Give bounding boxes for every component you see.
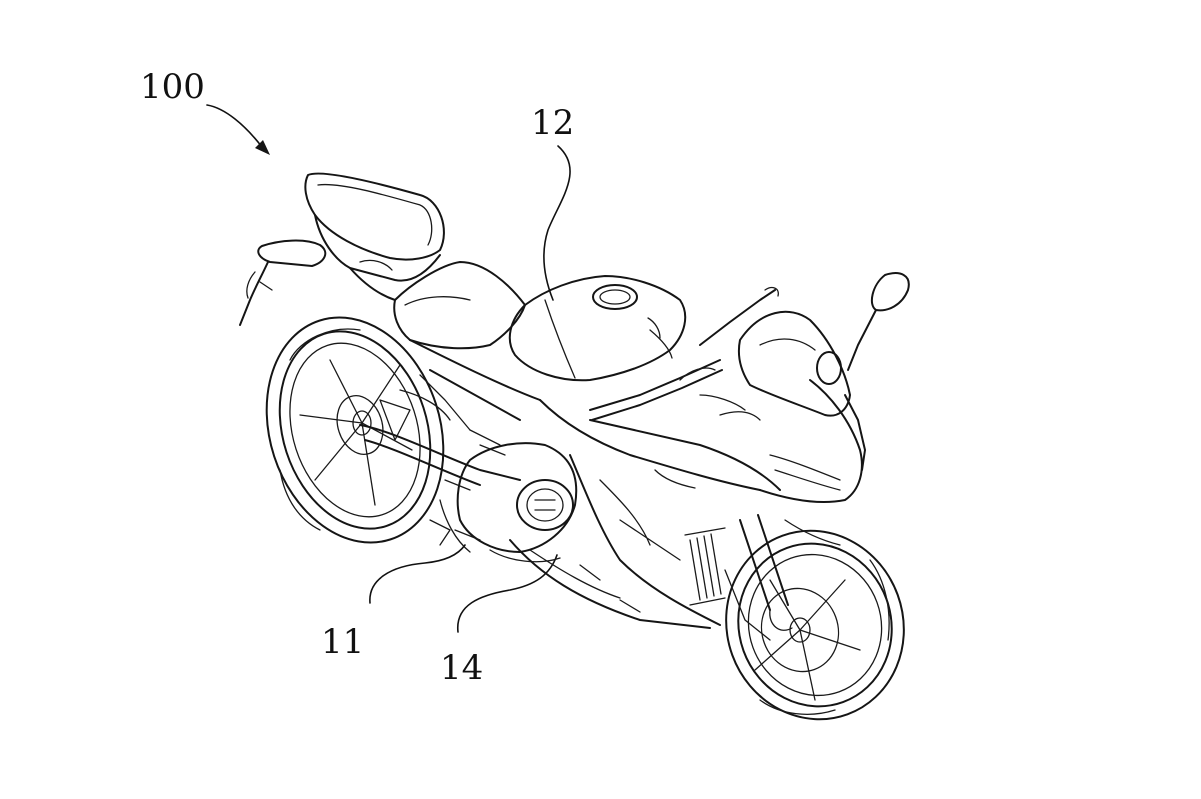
windscreen (737, 310, 866, 471)
front-fairing (509, 379, 863, 629)
leader-line-12 (543, 145, 571, 301)
reference-numeral-12: 12 (531, 103, 575, 143)
reference-numeral-14: 14 (440, 648, 484, 688)
reference-numeral-11: 11 (321, 622, 365, 662)
leader-line-11 (369, 544, 466, 604)
frame-swingarm (359, 339, 541, 486)
fuel-tank (508, 275, 687, 382)
rear-wheel (265, 316, 445, 544)
mirror (847, 272, 910, 371)
radiator (684, 527, 726, 606)
tail-section (239, 172, 445, 326)
handlebars (589, 286, 779, 421)
front-fork (724, 514, 841, 641)
rider-seat (393, 261, 526, 350)
reference-numeral-100: 100 (140, 67, 205, 107)
front-wheel (725, 529, 905, 721)
engine (429, 442, 578, 563)
leader-line-14 (457, 554, 558, 633)
leader-arrow-100 (206, 104, 270, 155)
